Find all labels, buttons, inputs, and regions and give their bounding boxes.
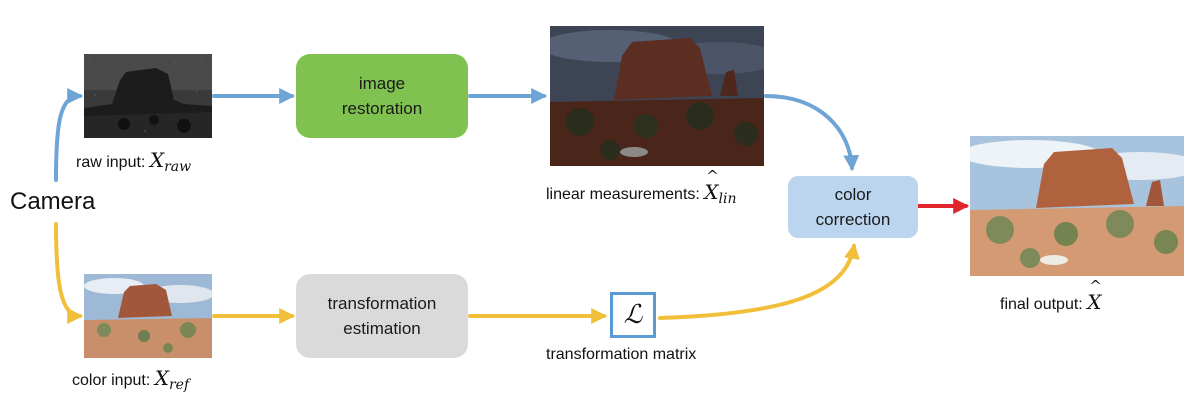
- final-output-label: final output: X: [1000, 277, 1102, 314]
- linear-measurements-symbol: Xlin: [704, 167, 736, 207]
- color-input-label: color input: Xref: [72, 366, 189, 393]
- raw-input-image: [84, 54, 212, 138]
- raw-input-symbol: Xraw: [149, 148, 192, 175]
- final-output-symbol: X: [1087, 277, 1102, 314]
- image-restoration-box: image restoration: [296, 54, 468, 138]
- correction-line2: correction: [815, 210, 891, 229]
- correction-line1: color: [834, 185, 872, 204]
- estimation-line1: transformation: [327, 294, 437, 313]
- camera-label: Camera: [10, 188, 96, 215]
- transformation-matrix-symbol: ℒ: [623, 300, 643, 330]
- transformation-matrix-box: ℒ: [610, 292, 656, 338]
- transformation-matrix-label: transformation matrix: [546, 346, 697, 363]
- color-input-symbol: Xref: [154, 366, 190, 393]
- linear-to-correction-arrow: [764, 94, 860, 172]
- raw-input-text: raw input:: [76, 154, 146, 171]
- matrix-to-correction-arrow: [658, 242, 860, 320]
- desert-butte-photo-color: [84, 274, 212, 358]
- color-correction-box: color correction: [788, 176, 918, 238]
- linear-measurements-image: [550, 26, 764, 166]
- transformation-estimation-box: transformation estimation: [296, 274, 468, 358]
- color-input-text: color input:: [72, 372, 151, 389]
- desert-butte-photo-dark: [550, 26, 764, 166]
- estimation-line2: estimation: [343, 319, 421, 338]
- camera-to-raw-arrow: [54, 88, 84, 182]
- desert-butte-photo-grayscale: [84, 54, 212, 138]
- color-input-image: [84, 274, 212, 358]
- linear-measurements-text: linear measurements:: [546, 186, 700, 203]
- raw-input-label: raw input: Xraw: [76, 148, 191, 175]
- final-output-image: [970, 136, 1184, 276]
- restoration-line2: restoration: [341, 99, 423, 118]
- linear-measurements-label: linear measurements: Xlin: [546, 167, 737, 207]
- restoration-line1: image: [358, 74, 406, 93]
- final-output-text: final output:: [1000, 296, 1083, 313]
- camera-to-color-arrow: [54, 222, 84, 324]
- desert-butte-photo-bright: [970, 136, 1184, 276]
